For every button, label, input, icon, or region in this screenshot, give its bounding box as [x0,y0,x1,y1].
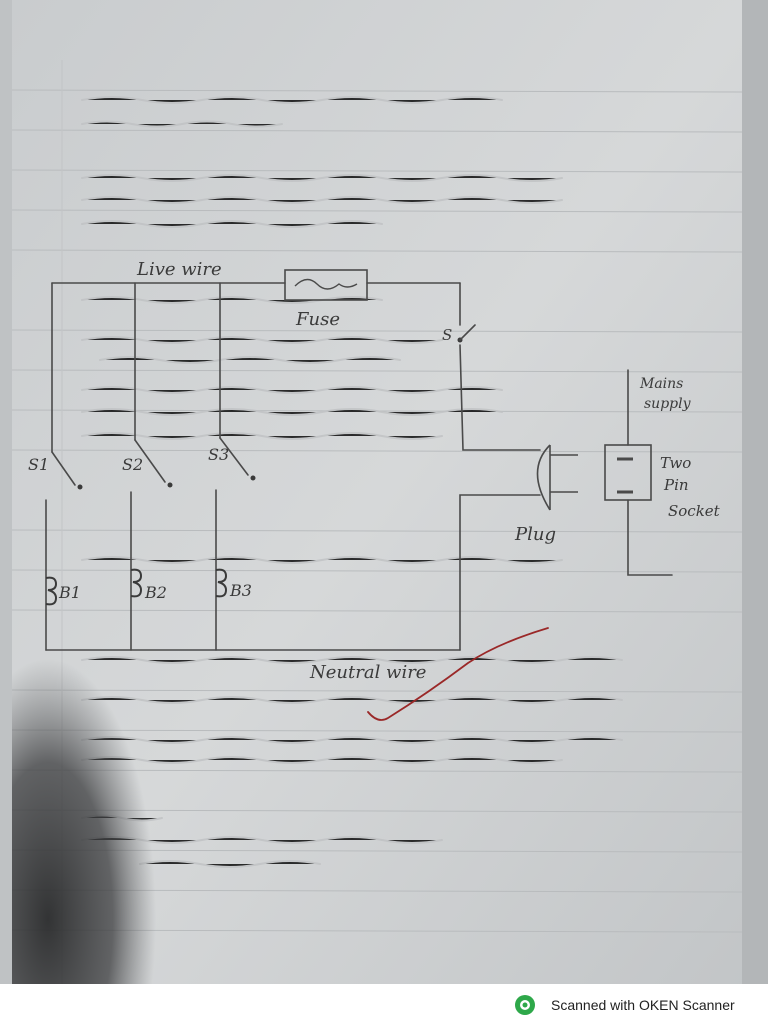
socket-symbol [604,444,652,501]
label-b3: B3 [229,581,252,600]
label-plug: Plug [514,524,556,545]
label-s2: S2 [122,455,143,474]
main-switch [457,324,476,343]
bulb-b2 [130,568,143,598]
label-mains-2: supply [644,396,692,412]
switch-s3 [219,437,256,481]
scanner-watermark-text: Scanned with OKEN Scanner [551,997,735,1013]
label-s3: S3 [208,445,229,464]
label-socket-2: Pin [663,476,689,494]
scanner-footer: Scanned with OKEN Scanner [0,984,768,1024]
oken-scanner-logo-icon [515,995,535,1015]
teacher-checkmark [367,627,549,721]
label-socket-3: Socket [668,502,721,520]
bleed-through-text [81,96,623,868]
switch-s2 [134,439,173,488]
label-main-switch: S [442,326,452,344]
label-mains-1: Mains [639,376,683,392]
plug-symbol [536,444,578,511]
label-socket-1: Two [660,454,691,472]
fuse-symbol [284,269,368,301]
label-neutral-wire: Neutral wire [309,662,426,683]
bulb-b3 [215,568,228,598]
switch-s1 [51,451,83,490]
label-live-wire: Live wire [136,259,222,280]
hand-shadow [12,550,192,984]
label-s1: S1 [28,455,49,474]
label-fuse: Fuse [295,309,340,330]
label-b2: B2 [144,583,167,602]
